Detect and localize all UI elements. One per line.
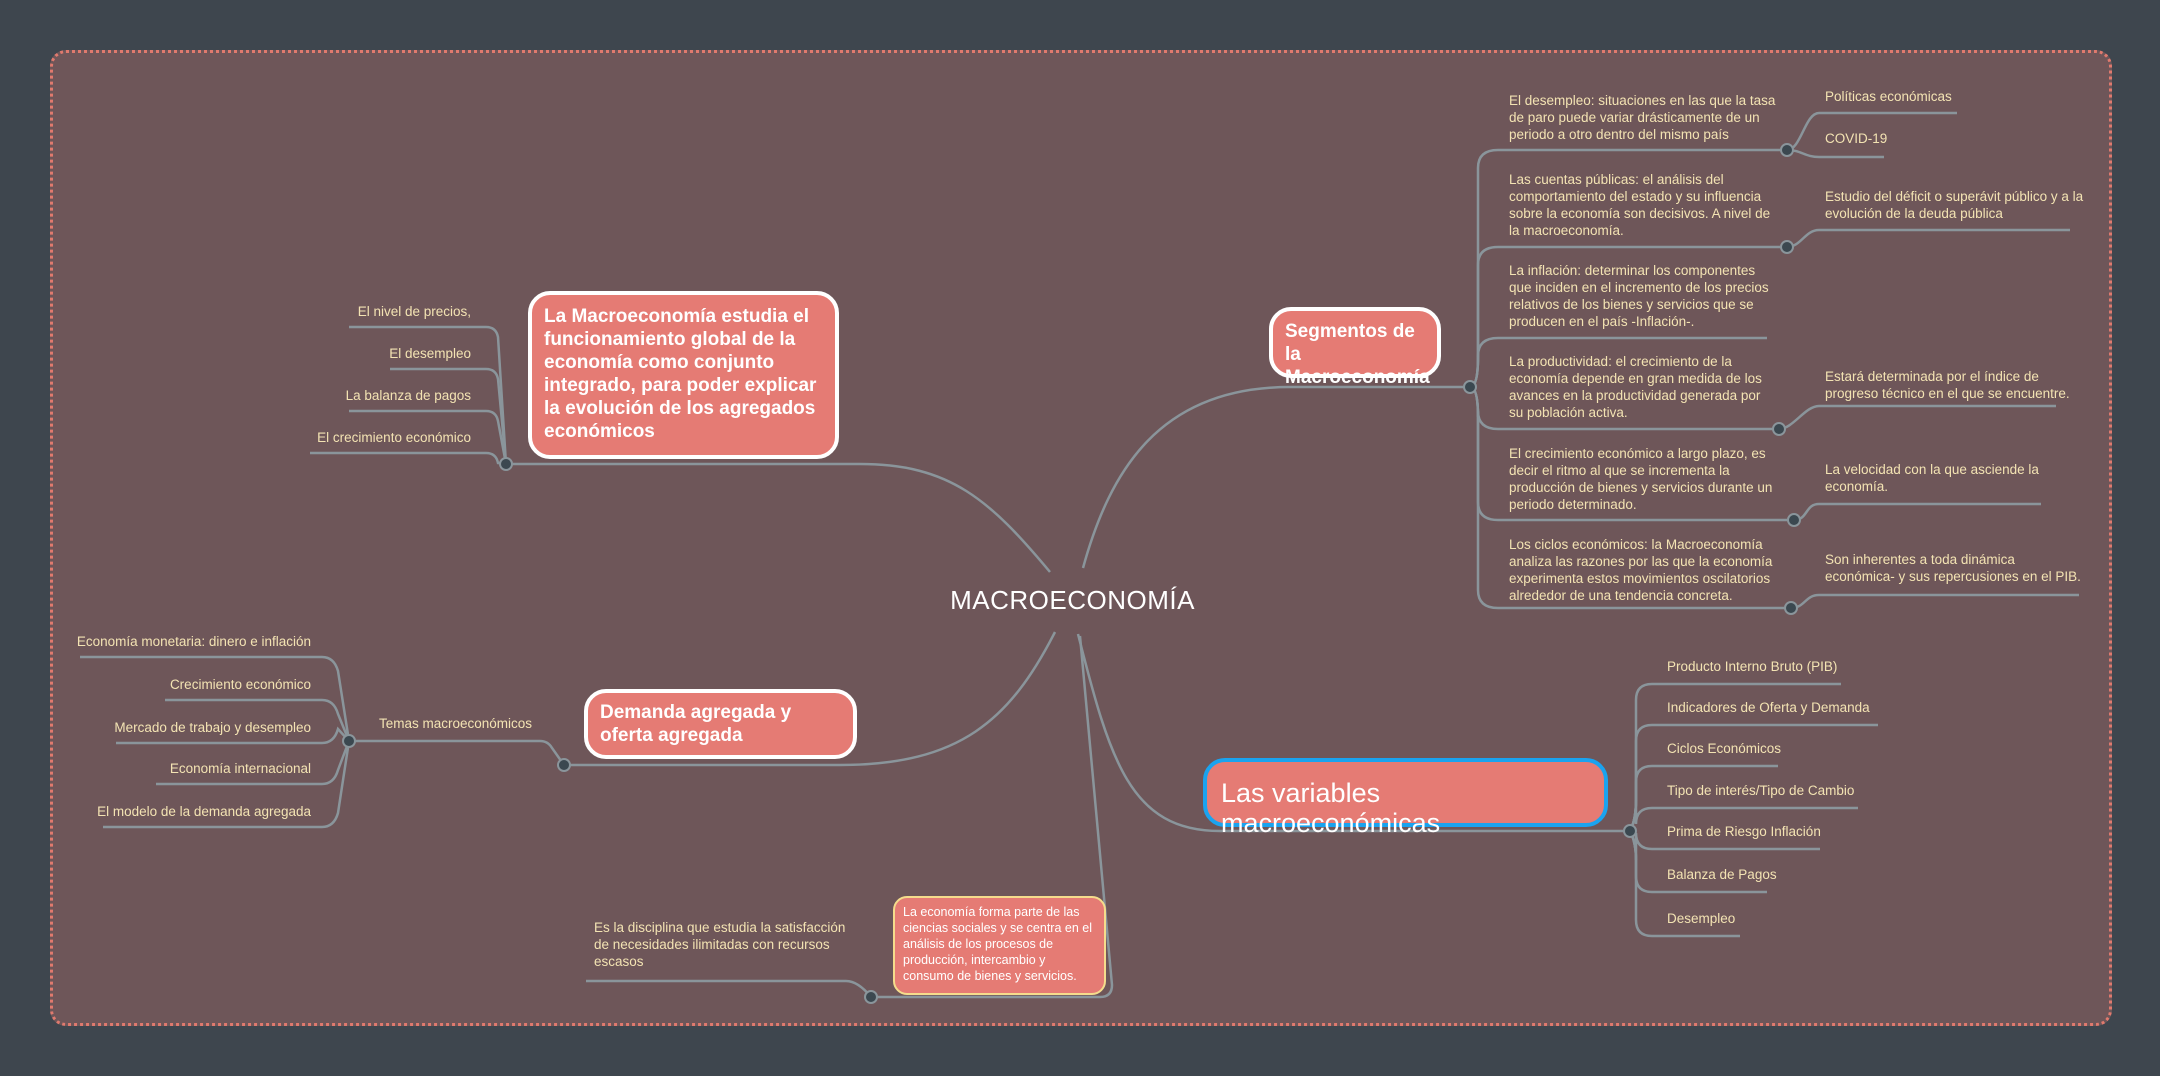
collapse-node-handle[interactable] xyxy=(1772,422,1786,436)
connector xyxy=(165,698,351,742)
mindmap-canvas[interactable] xyxy=(50,50,2112,1026)
connector xyxy=(349,739,566,766)
topic-text[interactable]: El modelo de la demanda agregada xyxy=(97,804,311,819)
connector xyxy=(1628,830,1740,938)
segments-topic[interactable]: Segmentos de la Macroeconomía xyxy=(1269,307,1441,388)
topic-text[interactable]: Temas macroeconómicos xyxy=(379,716,533,731)
connector xyxy=(1778,404,2056,431)
topic-text[interactable]: Los ciclos económicos: la Macroeconomía … xyxy=(1509,537,1773,603)
connector xyxy=(506,462,1051,573)
central-topic[interactable]: MACROECONOMÍA xyxy=(950,585,1195,615)
collapse-node-handle[interactable] xyxy=(1780,240,1794,254)
topic-text[interactable]: El crecimiento económico xyxy=(317,430,471,445)
collapse-node-handle[interactable] xyxy=(1463,380,1477,394)
topic-text[interactable]: Balanza de Pagos xyxy=(1667,867,1777,882)
topic-text[interactable]: El crecimiento económico a largo plazo, … xyxy=(1509,446,1773,512)
connector xyxy=(871,635,1114,999)
topic-text[interactable]: Son inherentes a toda dinámica económica… xyxy=(1825,552,2081,584)
topic-text[interactable]: Mercado de trabajo y desempleo xyxy=(114,720,311,735)
topic-text[interactable]: Políticas económicas xyxy=(1825,89,1952,104)
topic-text[interactable]: Economía monetaria: dinero e inflación xyxy=(76,634,311,649)
connector xyxy=(103,740,351,829)
topic-text[interactable]: La productividad: el crecimiento de la e… xyxy=(1509,354,1762,420)
topic-text[interactable]: El desempleo xyxy=(389,346,471,361)
connector xyxy=(349,325,508,465)
collapse-node-handle[interactable] xyxy=(557,758,571,772)
connector xyxy=(1786,148,1884,159)
topic-text[interactable]: Indicadores de Oferta y Demanda xyxy=(1667,700,1870,715)
collapse-node-handle[interactable] xyxy=(1623,824,1637,838)
collapse-node-handle[interactable] xyxy=(1787,513,1801,527)
connector xyxy=(390,367,508,465)
connector xyxy=(349,409,508,465)
topic-text[interactable]: Es la disciplina que estudia la satisfac… xyxy=(594,920,846,969)
topic-text[interactable]: Estará determinada por el índice de prog… xyxy=(1825,369,2070,401)
collapse-node-handle[interactable] xyxy=(499,457,513,471)
economy-topic[interactable]: La economía forma parte de las ciencias … xyxy=(893,896,1106,995)
connector xyxy=(310,451,507,466)
connector xyxy=(1628,799,1858,832)
collapse-node-handle[interactable] xyxy=(1780,143,1794,157)
topic-text[interactable]: Tipo de interés/Tipo de Cambio xyxy=(1667,783,1855,798)
topic-text[interactable]: Prima de Riesgo Inflación xyxy=(1667,824,1821,839)
connector xyxy=(1790,593,2079,610)
connector xyxy=(1076,633,1630,833)
connector xyxy=(156,740,351,786)
connector xyxy=(564,631,1057,767)
collapse-node-handle[interactable] xyxy=(342,734,356,748)
topic-text[interactable]: Economía internacional xyxy=(169,761,311,776)
topic-text[interactable]: La velocidad con la que asciende la econ… xyxy=(1825,462,2039,494)
topic-text[interactable]: COVID-19 xyxy=(1825,131,1888,146)
connector xyxy=(586,979,872,998)
topic-text[interactable]: Desempleo xyxy=(1667,911,1736,926)
connector xyxy=(116,726,350,745)
variables-topic[interactable]: Las variables macroeconómicas xyxy=(1203,758,1608,838)
demand-topic[interactable]: Demanda agregada y oferta agregada xyxy=(584,689,857,759)
connector xyxy=(80,655,351,742)
topic-text[interactable]: El desempleo: situaciones en las que la … xyxy=(1509,93,1776,142)
topic-text[interactable]: Estudio del déficit o superávit público … xyxy=(1825,189,2084,221)
definition-topic[interactable]: La Macroeconomía estudia el funcionamien… xyxy=(528,291,839,459)
topic-text[interactable]: La inflación: determinar los componentes… xyxy=(1509,263,1769,329)
topic-text[interactable]: Crecimiento económico xyxy=(169,677,311,692)
collapse-node-handle[interactable] xyxy=(864,990,878,1004)
topic-text[interactable]: Las cuentas públicas: el análisis del co… xyxy=(1509,172,1771,238)
topic-text[interactable]: Producto Interno Bruto (PIB) xyxy=(1667,659,1838,674)
connector xyxy=(1081,385,1470,569)
connector xyxy=(1786,228,2070,249)
connector xyxy=(1793,502,2041,522)
topic-text[interactable]: Ciclos Económicos xyxy=(1667,741,1782,756)
topic-text[interactable]: El nivel de precios, xyxy=(357,304,471,319)
topic-text[interactable]: La balanza de pagos xyxy=(345,388,471,403)
collapse-node-handle[interactable] xyxy=(1784,601,1798,615)
